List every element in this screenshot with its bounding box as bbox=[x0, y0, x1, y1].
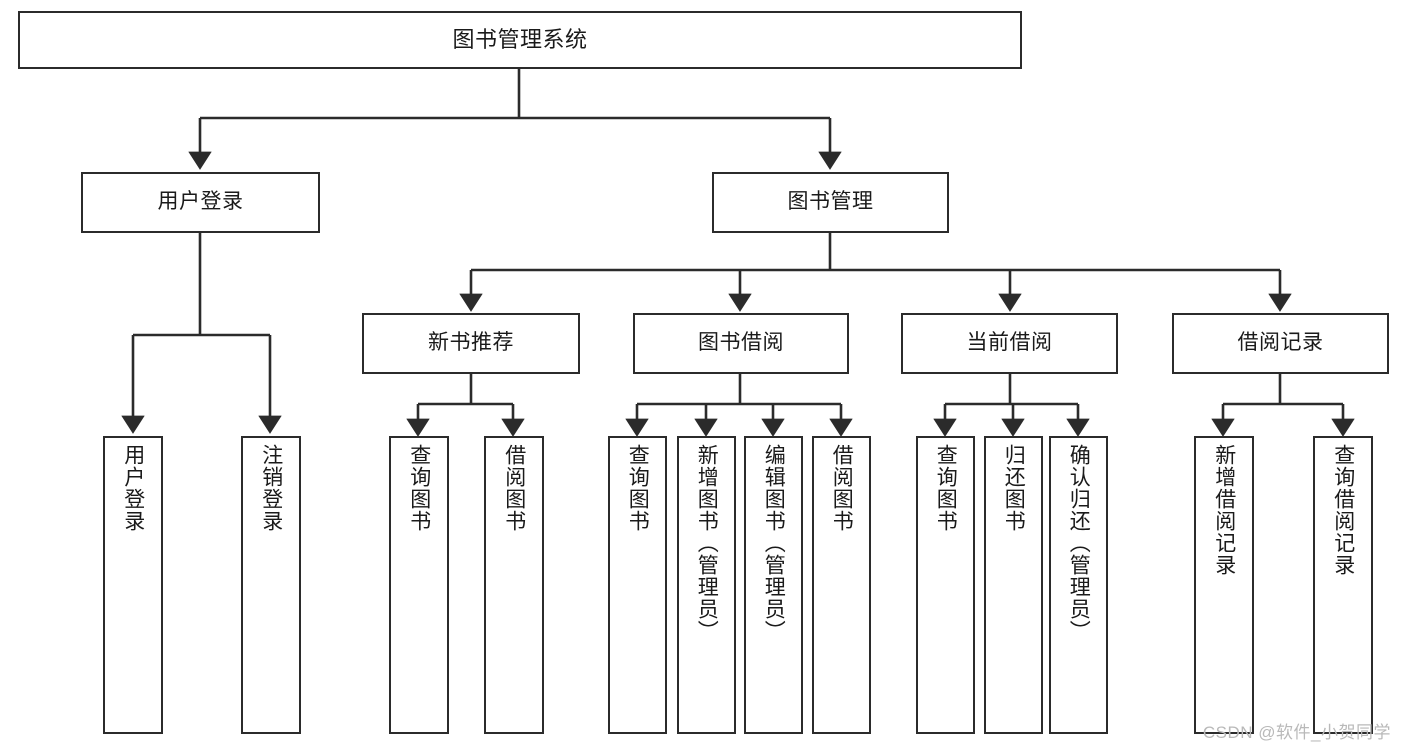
node-leaf-borrow-book-2[interactable]: 借阅图书 bbox=[812, 436, 871, 734]
node-leaf-return-book-label: 归还图书 bbox=[1002, 444, 1026, 532]
node-leaf-query-book-1-label: 查询图书 bbox=[407, 444, 431, 532]
node-leaf-borrow-book-2-label: 借阅图书 bbox=[830, 444, 854, 532]
node-leaf-query-book-3-label: 查询图书 bbox=[934, 444, 958, 532]
node-leaf-confirm-return-label: 确认归还（管理员） bbox=[1067, 444, 1091, 642]
node-leaf-borrow-book-1-label: 借阅图书 bbox=[502, 444, 526, 532]
node-book-borrow-label: 图书借阅 bbox=[698, 331, 784, 355]
node-leaf-return-book[interactable]: 归还图书 bbox=[984, 436, 1043, 734]
node-book-borrow[interactable]: 图书借阅 bbox=[633, 313, 849, 374]
node-current-borrow[interactable]: 当前借阅 bbox=[901, 313, 1118, 374]
node-book-manage[interactable]: 图书管理 bbox=[712, 172, 949, 233]
node-leaf-query-record-label: 查询借阅记录 bbox=[1331, 444, 1355, 576]
node-leaf-query-record[interactable]: 查询借阅记录 bbox=[1313, 436, 1373, 734]
node-leaf-query-book-2-label: 查询图书 bbox=[626, 444, 650, 532]
node-leaf-confirm-return[interactable]: 确认归还（管理员） bbox=[1049, 436, 1108, 734]
node-leaf-add-book-label: 新增图书（管理员） bbox=[695, 444, 719, 642]
node-current-borrow-label: 当前借阅 bbox=[966, 331, 1053, 355]
node-new-book-rec-label: 新书推荐 bbox=[428, 331, 514, 355]
node-leaf-user-login-label: 用户登录 bbox=[121, 444, 145, 532]
node-leaf-user-login[interactable]: 用户登录 bbox=[103, 436, 163, 734]
node-leaf-query-book-3[interactable]: 查询图书 bbox=[916, 436, 975, 734]
node-leaf-add-book[interactable]: 新增图书（管理员） bbox=[677, 436, 736, 734]
node-leaf-add-record-label: 新增借阅记录 bbox=[1212, 444, 1236, 576]
node-leaf-add-record[interactable]: 新增借阅记录 bbox=[1194, 436, 1254, 734]
node-borrow-record[interactable]: 借阅记录 bbox=[1172, 313, 1389, 374]
watermark: CSDN @软件_小贺同学 bbox=[1202, 723, 1391, 742]
node-leaf-edit-book[interactable]: 编辑图书（管理员） bbox=[744, 436, 803, 734]
node-leaf-logout-login[interactable]: 注销登录 bbox=[241, 436, 301, 734]
node-book-manage-label: 图书管理 bbox=[787, 190, 874, 214]
node-new-book-rec[interactable]: 新书推荐 bbox=[362, 313, 580, 374]
node-root-label: 图书管理系统 bbox=[452, 27, 588, 53]
node-user-login-label: 用户登录 bbox=[157, 190, 244, 214]
node-leaf-query-book-2[interactable]: 查询图书 bbox=[608, 436, 667, 734]
node-root[interactable]: 图书管理系统 bbox=[18, 11, 1022, 69]
node-leaf-logout-login-label: 注销登录 bbox=[259, 444, 283, 532]
node-leaf-query-book-1[interactable]: 查询图书 bbox=[389, 436, 449, 734]
node-borrow-record-label: 借阅记录 bbox=[1237, 331, 1324, 355]
node-leaf-borrow-book-1[interactable]: 借阅图书 bbox=[484, 436, 544, 734]
node-leaf-edit-book-label: 编辑图书（管理员） bbox=[762, 444, 786, 642]
node-user-login[interactable]: 用户登录 bbox=[81, 172, 320, 233]
